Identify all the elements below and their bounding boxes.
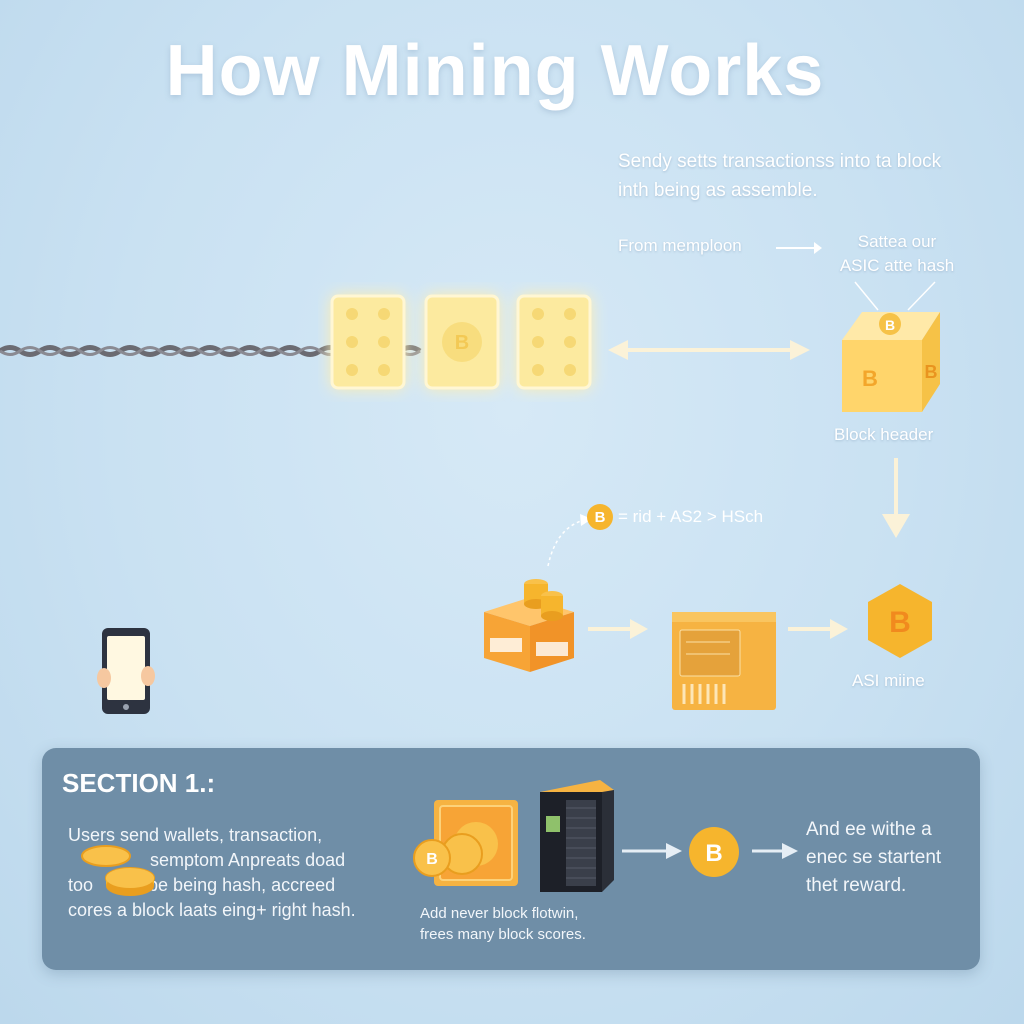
right-line-1: And ee withe a: [806, 819, 932, 840]
block-header-cube-icon: B B B: [842, 312, 940, 412]
asic-miner-machine-icon: [672, 612, 776, 710]
middle-caption-line-2: frees many block scores.: [420, 926, 586, 943]
mempool-arrow-icon: [776, 242, 822, 254]
smartphone-icon: [97, 628, 155, 714]
reward-coin-icon: B: [689, 827, 739, 877]
left-line-3: too: [68, 875, 94, 895]
intro-note: Sendy setts transactionss into ta block …: [618, 147, 1008, 205]
intro-line-1: Sendy setts transactionss into ta block: [618, 151, 942, 172]
asic-note-line-1: Sattea our: [857, 232, 937, 251]
middle-caption-line-1: Add never block flotwin,: [420, 905, 579, 922]
arrow-right-icon-3: [622, 843, 682, 859]
hash-formula: = rid + AS2 > HSch: [618, 507, 764, 526]
mining-rig-icon: [540, 780, 614, 892]
section-title: SECTION 1.:: [62, 768, 216, 798]
asic-miner-label: ASI miine: [852, 671, 925, 690]
arrow-right-icon-2: [788, 619, 848, 639]
intro-line-2: inth being as assemble.: [618, 180, 818, 201]
right-line-3: thet reward.: [806, 875, 907, 896]
glowing-blocks: B: [330, 294, 592, 390]
svg-text:B: B: [885, 317, 895, 333]
svg-text:B: B: [925, 362, 938, 382]
block-3-icon: [516, 294, 592, 390]
arrow-right-icon-4: [752, 843, 798, 859]
section-right-text: And ee withe a enec se startent thet rew…: [806, 816, 941, 900]
mempool-label: From memploon: [618, 236, 742, 255]
svg-text:B: B: [426, 851, 438, 868]
left-line-4: fibe being hash, accreed: [139, 875, 336, 895]
left-line-5: cores a block laats eing+ right hash.: [68, 900, 356, 920]
section-left-text: Users send wallets, transaction, semptom…: [68, 823, 408, 923]
arrow-right-icon-1: [588, 619, 648, 639]
right-line-2: enec se startent: [806, 847, 942, 868]
svg-text:B: B: [889, 606, 911, 639]
pointer-lines-icon: [854, 281, 936, 311]
bitcoin-hexagon-icon: B: [868, 584, 932, 658]
bitcoin-coin-icon: B: [587, 504, 613, 530]
svg-text:B: B: [705, 840, 722, 867]
middle-caption: Add never block flotwin, frees many bloc…: [420, 903, 586, 945]
svg-text:B: B: [455, 332, 469, 354]
block-2-icon: B: [424, 294, 500, 390]
transaction-box-icon: [484, 579, 574, 672]
down-arrow-icon: [882, 458, 910, 538]
curved-arrow-icon: [547, 514, 592, 567]
asic-hash-note: Sattea our ASIC atte hash: [822, 230, 972, 278]
coin-stack-icon: [81, 845, 155, 896]
left-line-2: semptom Anpreats doad: [150, 850, 346, 870]
block-header-label: Block header: [834, 425, 934, 444]
left-line-1: Users send wallets, transaction,: [68, 825, 323, 845]
double-arrow-icon: [608, 340, 810, 360]
svg-text:B: B: [862, 366, 878, 391]
asic-note-line-2: ASIC atte hash: [839, 256, 955, 275]
gold-box-icon: B: [413, 800, 518, 886]
block-1-icon: [330, 294, 406, 390]
page-title: How Mining Works: [165, 31, 825, 111]
